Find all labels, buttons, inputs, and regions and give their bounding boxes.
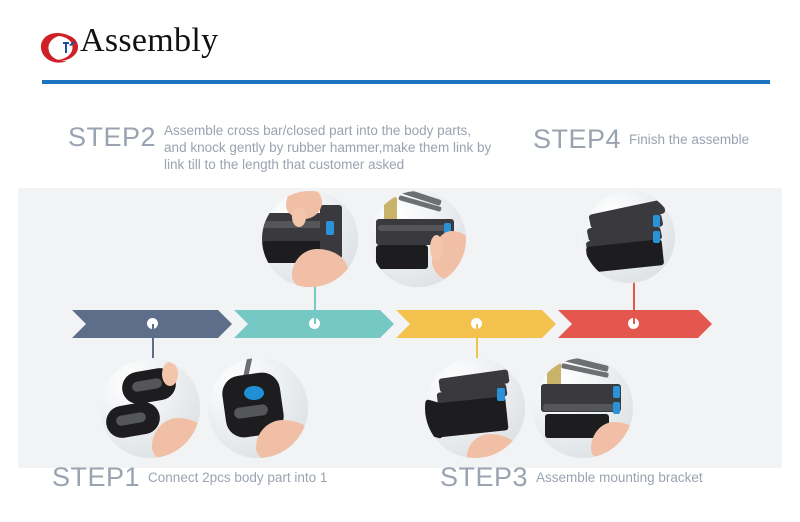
hand-lower [292,249,348,287]
step3-photo-1 [425,358,525,458]
blue-marker-1 [613,386,620,398]
step4-heading: STEP4 Finish the assemble [533,124,749,155]
blue-marker-1 [653,215,660,227]
step2-label: STEP2 [68,122,157,152]
finger-tip [430,235,443,261]
step3-label: STEP3 [440,462,529,492]
step2-photo-1 [262,191,358,287]
timeline-stem-step3 [476,324,478,368]
blue-marker-2 [613,402,620,414]
chain-cross-bar [378,225,450,231]
step1-photo-1 [100,358,200,458]
blue-marker [444,223,451,236]
hand-right [591,422,633,458]
timeline-stem-step2 [314,274,316,324]
chain-link-lower [376,245,428,269]
blue-pin-cap [244,386,264,400]
blue-marker-2 [653,231,660,243]
steps-timeline [72,274,712,368]
step2-photo-2 [370,191,466,287]
blue-marker [497,388,505,401]
step4-description: Finish the assemble [629,132,750,147]
timeline-dot-step3 [471,318,482,329]
step1-label: STEP1 [52,462,141,492]
chain-cross-bar [543,404,615,411]
step1-heading: STEP1 Connect 2pcs body part into 1 [52,462,327,493]
step3-description: Assemble mounting bracket [536,470,703,485]
finger-tip [292,207,306,227]
title-divider-rule [42,80,770,84]
hand-right [152,418,200,458]
timeline-dot-step1 [147,318,158,329]
hand-right [256,420,308,458]
timeline-stem-step4 [633,274,635,324]
step1-photo-2 [208,358,308,458]
blue-marker [326,221,334,235]
timeline-stem-step1 [152,324,154,368]
step3-photo-2 [533,358,633,458]
rubber-hammer-head [547,362,561,388]
company-swoosh-logo-icon [38,28,82,68]
page-title: Assembly [80,22,219,59]
finger-tip [162,362,178,386]
step2-description: Assemble cross bar/closed part into the … [164,123,492,172]
rubber-hammer-head [384,197,397,225]
page-header: Assembly [0,0,800,92]
step3-heading: STEP3 Assemble mounting bracket [440,462,703,493]
step1-description: Connect 2pcs body part into 1 [148,470,328,485]
step4-photo-1 [583,191,675,283]
step4-label: STEP4 [533,124,622,154]
